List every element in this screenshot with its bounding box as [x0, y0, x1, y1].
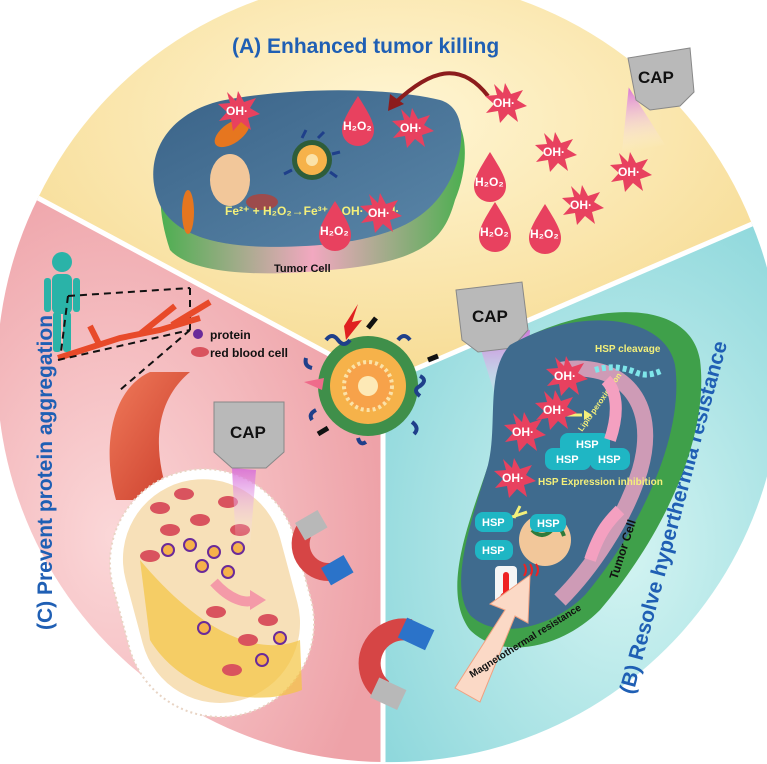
fenton-reaction-text: Fe²⁺ + H₂O₂→Fe³⁺ + OH· + OH·: [225, 204, 399, 218]
svg-text:H₂O₂: H₂O₂: [343, 119, 372, 133]
ros-oh-b-3: OH·: [504, 412, 546, 452]
magnet-c-icon: [291, 510, 354, 586]
svg-text:HSP: HSP: [537, 518, 560, 530]
ros-h2o2-out-1: H₂O₂: [474, 152, 506, 202]
tumor-cell-a-label: Tumor Cell: [274, 263, 331, 275]
svg-text:H₂O₂: H₂O₂: [480, 225, 509, 239]
ros-h2o2-in-cell-1: H₂O₂: [342, 96, 374, 146]
ros-oh-b-1: OH·: [546, 356, 588, 396]
svg-text:OH·: OH·: [543, 403, 565, 417]
ros-oh-in-cell-2: OH·: [392, 108, 434, 148]
svg-text:OH·: OH·: [368, 206, 390, 220]
legend-protein: protein: [210, 328, 251, 342]
section-c: (C) Prevent protein aggregation protein …: [34, 252, 354, 718]
ros-oh-out-2: OH·: [535, 132, 577, 172]
hsp-cleavage-label: HSP cleavage: [595, 344, 661, 355]
red-arrow: [393, 71, 490, 105]
svg-text:OH·: OH·: [512, 425, 534, 439]
svg-text:OH·: OH·: [543, 145, 565, 159]
nucleus-b-icon: HSP: [519, 514, 571, 566]
svg-text:H₂O₂: H₂O₂: [530, 227, 559, 241]
cap-label-center: CAP: [472, 307, 508, 326]
svg-text:H₂O₂: H₂O₂: [475, 175, 504, 189]
nucleus-icon: [210, 154, 250, 206]
tumor-cell-a: Tumor Cell: [153, 90, 465, 275]
nanoparticle-in-cell-icon: [283, 129, 341, 180]
vessel-network-icon: [57, 299, 212, 361]
cap-label-c: CAP: [230, 423, 266, 442]
tumor-cell-b: Tumor Cell: [457, 312, 702, 648]
section-a-title: (A) Enhanced tumor killing: [232, 35, 499, 58]
blood-vessel-icon: [108, 372, 316, 718]
ros-oh-in-cell-3: OH·: [360, 193, 402, 233]
section-c-title: (C) Prevent protein aggregation: [34, 315, 57, 630]
cap-label-a: CAP: [638, 68, 674, 87]
svg-text:HSP: HSP: [576, 439, 599, 451]
svg-text:OH·: OH·: [400, 121, 422, 135]
svg-text:OH·: OH·: [493, 96, 515, 110]
svg-text:OH·: OH·: [618, 165, 640, 179]
section-a: (A) Enhanced tumor killing Tumor Cell Fe…: [153, 35, 695, 275]
legend-rbc: red blood cell: [210, 346, 288, 360]
ros-oh-b-4: OH·: [494, 458, 536, 498]
ros-h2o2-in-cell-2: H₂O₂: [319, 201, 351, 251]
rbc-legend-icon: [191, 347, 209, 357]
central-nanoparticle-icon: [303, 304, 439, 446]
legend: protein red blood cell: [191, 328, 288, 360]
svg-text:HSP: HSP: [556, 454, 579, 466]
ros-oh-in-cell-1: OH·: [218, 91, 260, 131]
hsp-cluster: HSP HSP HSP: [545, 433, 630, 470]
expression-inhibition-label: HSP Expression inhibition: [538, 477, 663, 488]
svg-text:OH·: OH·: [502, 471, 524, 485]
svg-text:H₂O₂: H₂O₂: [320, 224, 349, 238]
ros-h2o2-out-2: H₂O₂: [479, 202, 511, 252]
mitochondria-icon: [214, 118, 250, 148]
cap-device-c-icon: CAP: [213, 401, 285, 548]
protein-legend-icon: [193, 329, 203, 339]
svg-text:HSP: HSP: [598, 454, 621, 466]
ros-oh-out-1: OH·: [485, 83, 527, 123]
svg-text:OH·: OH·: [226, 104, 248, 118]
ros-h2o2-out-3: H₂O₂: [529, 204, 561, 254]
ros-oh-out-3: OH·: [610, 152, 652, 192]
ros-oh-b-2: OH·: [535, 390, 577, 430]
svg-text:HSP: HSP: [482, 517, 505, 529]
magnet-b-icon: [358, 617, 435, 711]
cap-device-a-icon: CAP: [621, 47, 695, 153]
svg-text:HSP: HSP: [482, 545, 505, 557]
svg-text:OH·: OH·: [554, 369, 576, 383]
svg-text:OH·: OH·: [570, 198, 592, 212]
ros-oh-out-4: OH·: [562, 185, 604, 225]
